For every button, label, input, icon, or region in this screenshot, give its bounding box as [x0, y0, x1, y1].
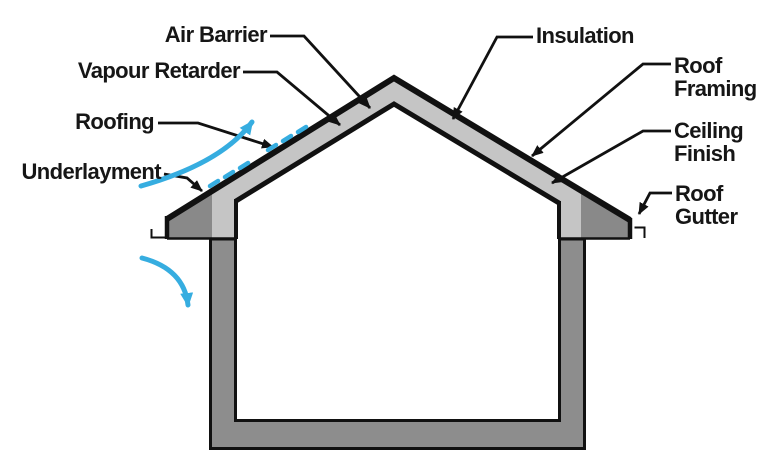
eave-soffit-left	[167, 190, 212, 239]
gutter-profile-right	[634, 226, 646, 238]
leader-insulation	[451, 35, 533, 120]
label-insulation: Insulation	[536, 23, 634, 48]
label-air-barrier: Air Barrier	[164, 22, 268, 47]
moisture-dashes	[207, 124, 309, 189]
label-underlayment: Underlayment	[21, 159, 161, 184]
label-vapour-retarder: Vapour Retarder	[77, 58, 241, 83]
leader-roofing	[158, 121, 274, 149]
walls-and-floor	[209, 237, 586, 450]
leader-roof-framing	[531, 62, 671, 158]
leader-roof-gutter	[637, 191, 672, 215]
leader-air-barrier	[270, 34, 372, 109]
label-ceiling-finish: Ceiling Finish	[674, 118, 744, 166]
moisture-dash	[265, 142, 279, 153]
roofing-surface-line	[165, 74, 632, 223]
moisture-dash	[237, 160, 251, 171]
eave-soffit-right	[581, 190, 630, 239]
moisture-dash	[207, 178, 221, 189]
airflow-down-arrow	[139, 255, 194, 308]
leader-vapour-retarder	[243, 70, 341, 127]
airflow-up-arrow	[138, 119, 255, 189]
label-roofing: Roofing	[75, 109, 154, 134]
ceiling-finish-line	[234, 101, 561, 206]
label-roof-gutter: Roof Gutter	[675, 181, 738, 229]
label-roof-framing: Roof Framing	[674, 53, 757, 101]
leader-ceiling-finish	[551, 129, 671, 185]
moisture-dash	[295, 124, 309, 135]
gutter-profile-left	[150, 229, 165, 239]
moisture-dash	[222, 169, 236, 180]
moisture-dash	[280, 133, 294, 144]
